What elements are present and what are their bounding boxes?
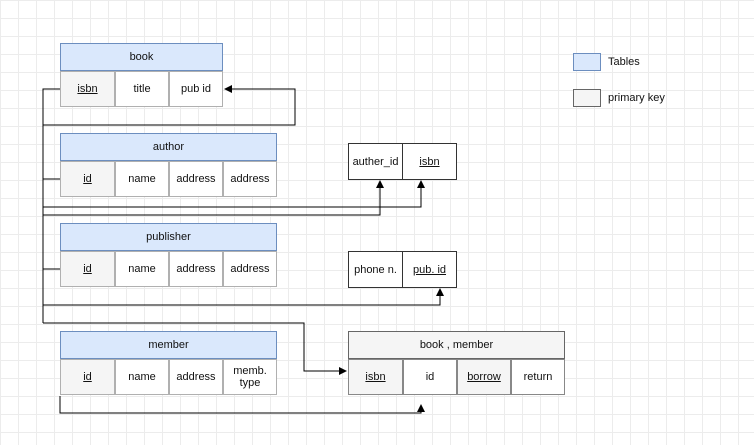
publisher-address-cell: address <box>169 251 223 287</box>
book-pubid-cell: pub id <box>169 71 223 107</box>
book-member-borrow-cell: borrow <box>457 359 511 395</box>
author-table[interactable]: author id name address address <box>60 133 277 197</box>
legend-tables-swatch <box>573 53 601 71</box>
publisher-id-label: id <box>83 263 92 275</box>
pub-id-label: pub. id <box>412 263 447 276</box>
author-table-header: author <box>60 133 277 161</box>
member-address-cell: address <box>169 359 223 395</box>
auther-isbn-label: isbn <box>419 155 440 168</box>
link-book-pubid <box>42 85 296 126</box>
book-title-cell: title <box>115 71 169 107</box>
publisher-name-cell: name <box>115 251 169 287</box>
publisher-table-header: publisher <box>60 223 277 251</box>
book-member-isbn-cell: isbn <box>348 359 403 395</box>
author-address2-cell: address <box>223 161 277 197</box>
publisher-table[interactable]: publisher id name address address <box>60 223 277 287</box>
link-book-member-isbn <box>43 322 347 375</box>
member-table[interactable]: member id name address memb. type <box>60 331 277 395</box>
book-member-table[interactable]: book , member isbn id borrow return <box>348 331 565 395</box>
author-id-label: id <box>83 173 92 185</box>
member-type-cell: memb. type <box>223 359 277 395</box>
book-member-id-cell: id <box>403 359 457 395</box>
member-id-label: id <box>83 371 92 383</box>
book-member-isbn-label: isbn <box>365 371 386 383</box>
member-table-header: member <box>60 331 277 359</box>
legend-primary-key-swatch <box>573 89 601 107</box>
book-member-borrow-label: borrow <box>467 371 501 383</box>
pub-id-cell: pub. id <box>402 251 457 288</box>
book-member-return-cell: return <box>511 359 565 395</box>
book-table[interactable]: book isbn title pub id <box>60 43 223 107</box>
book-table-header: book <box>60 43 223 71</box>
link-member-id <box>59 396 425 414</box>
book-isbn-cell: isbn <box>60 71 115 107</box>
publisher-id-cell: id <box>60 251 115 287</box>
member-name-cell: name <box>115 359 169 395</box>
publisher-address2-cell: address <box>223 251 277 287</box>
author-name-cell: name <box>115 161 169 197</box>
phone-cell: phone n. <box>348 251 403 288</box>
legend-primary-key-label: primary key <box>608 92 665 104</box>
link-auther-id <box>43 180 384 216</box>
legend-tables-label: Tables <box>608 56 640 68</box>
auther-id-cell: auther_id <box>348 143 403 180</box>
book-member-table-header: book , member <box>348 331 565 359</box>
author-id-cell: id <box>60 161 115 197</box>
book-isbn-label: isbn <box>77 83 98 95</box>
auther-isbn-cell: isbn <box>402 143 457 180</box>
link-pub-id <box>43 288 444 306</box>
author-address-cell: address <box>169 161 223 197</box>
link-auther-isbn <box>43 180 425 208</box>
member-id-cell: id <box>60 359 115 395</box>
